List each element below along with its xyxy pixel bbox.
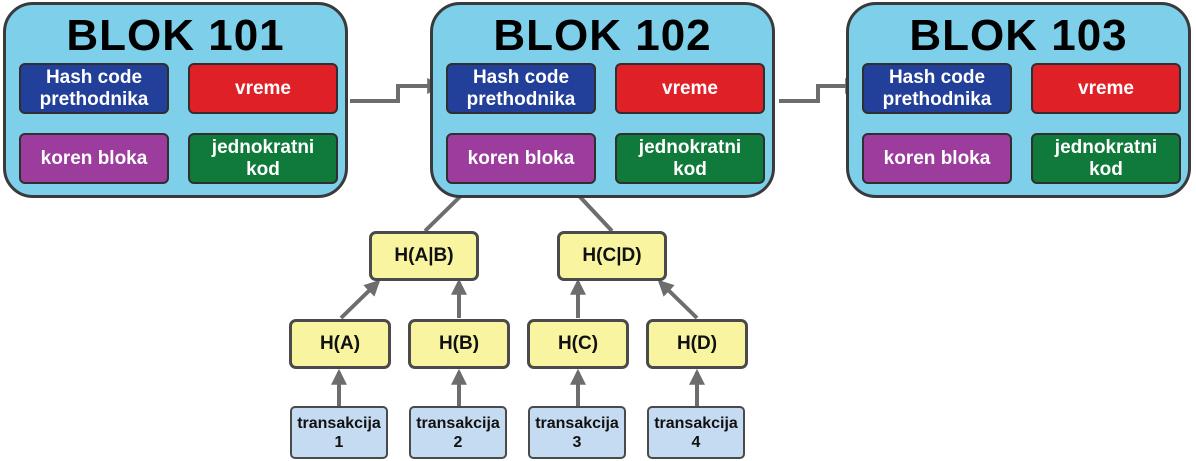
- hash-node-a: H(A): [289, 319, 391, 369]
- block-title: BLOK 102: [493, 11, 712, 60]
- root-cell: koren bloka: [19, 133, 169, 184]
- block-102: BLOK 102 Hash code prethodnika vreme kor…: [430, 2, 775, 198]
- hash-node-d: H(D): [646, 319, 748, 369]
- root-cell: koren bloka: [862, 133, 1012, 184]
- block-title: BLOK 101: [66, 11, 285, 60]
- block-101: BLOK 101 Hash code prethodnika vreme kor…: [3, 2, 348, 198]
- transaction-2: transakcija 2: [409, 406, 507, 459]
- root-cell: koren bloka: [446, 133, 596, 184]
- hash-node-ab: H(A|B): [369, 231, 479, 281]
- arrow-hd-hcd: [657, 279, 699, 320]
- transaction-1: transakcija 1: [290, 406, 388, 459]
- nonce-cell: jednokratni kod: [1031, 133, 1181, 184]
- time-cell: vreme: [1031, 63, 1181, 114]
- nonce-cell: jednokratni kod: [188, 133, 338, 184]
- prev-hash-cell: Hash code prethodnika: [446, 63, 596, 114]
- chain-arrow-102-103: [779, 78, 862, 103]
- prev-hash-cell: Hash code prethodnika: [19, 63, 169, 114]
- hash-node-b: H(B): [408, 319, 510, 369]
- time-cell: vreme: [188, 63, 338, 114]
- hash-node-cd: H(C|D): [557, 231, 667, 281]
- time-cell: vreme: [615, 63, 765, 114]
- chain-arrow-101-102: [350, 78, 444, 103]
- block-title: BLOK 103: [909, 11, 1128, 60]
- block-103: BLOK 103 Hash code prethodnika vreme kor…: [846, 2, 1191, 198]
- transaction-3: transakcija 3: [528, 406, 626, 459]
- hash-node-c: H(C): [527, 319, 629, 369]
- arrow-ha-hab: [339, 279, 381, 320]
- transaction-4: transakcija 4: [647, 406, 745, 459]
- nonce-cell: jednokratni kod: [615, 133, 765, 184]
- prev-hash-cell: Hash code prethodnika: [862, 63, 1012, 114]
